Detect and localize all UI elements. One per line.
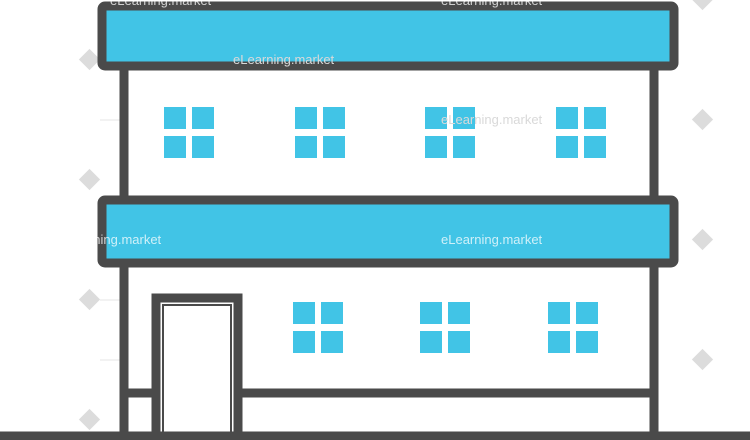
upper-wall (119, 57, 659, 207)
porch-rail (119, 388, 654, 436)
lower-floor-windows (293, 302, 598, 353)
roof-band (97, 1, 679, 71)
watermark-text: eLearning.market (441, 0, 543, 8)
watermark-text: eLearning.market (233, 52, 335, 67)
watermark-text: eLearning.market (441, 112, 543, 127)
window-icon (556, 107, 606, 158)
window-icon (293, 302, 343, 353)
window-icon (420, 302, 470, 353)
watermark-text: eLearning.market (110, 0, 212, 8)
watermark-text: eLearning.market (60, 232, 162, 247)
middle-band (97, 195, 679, 268)
window-icon (548, 302, 598, 353)
window-icon (295, 107, 345, 158)
upper-floor-windows (164, 107, 606, 158)
watermark-text: eLearning.market (441, 232, 543, 247)
door-icon (151, 293, 243, 440)
window-icon (164, 107, 214, 158)
watermark-text-layer: eLearning.market eLearning.market eLearn… (60, 0, 543, 247)
window-icon (425, 107, 475, 158)
